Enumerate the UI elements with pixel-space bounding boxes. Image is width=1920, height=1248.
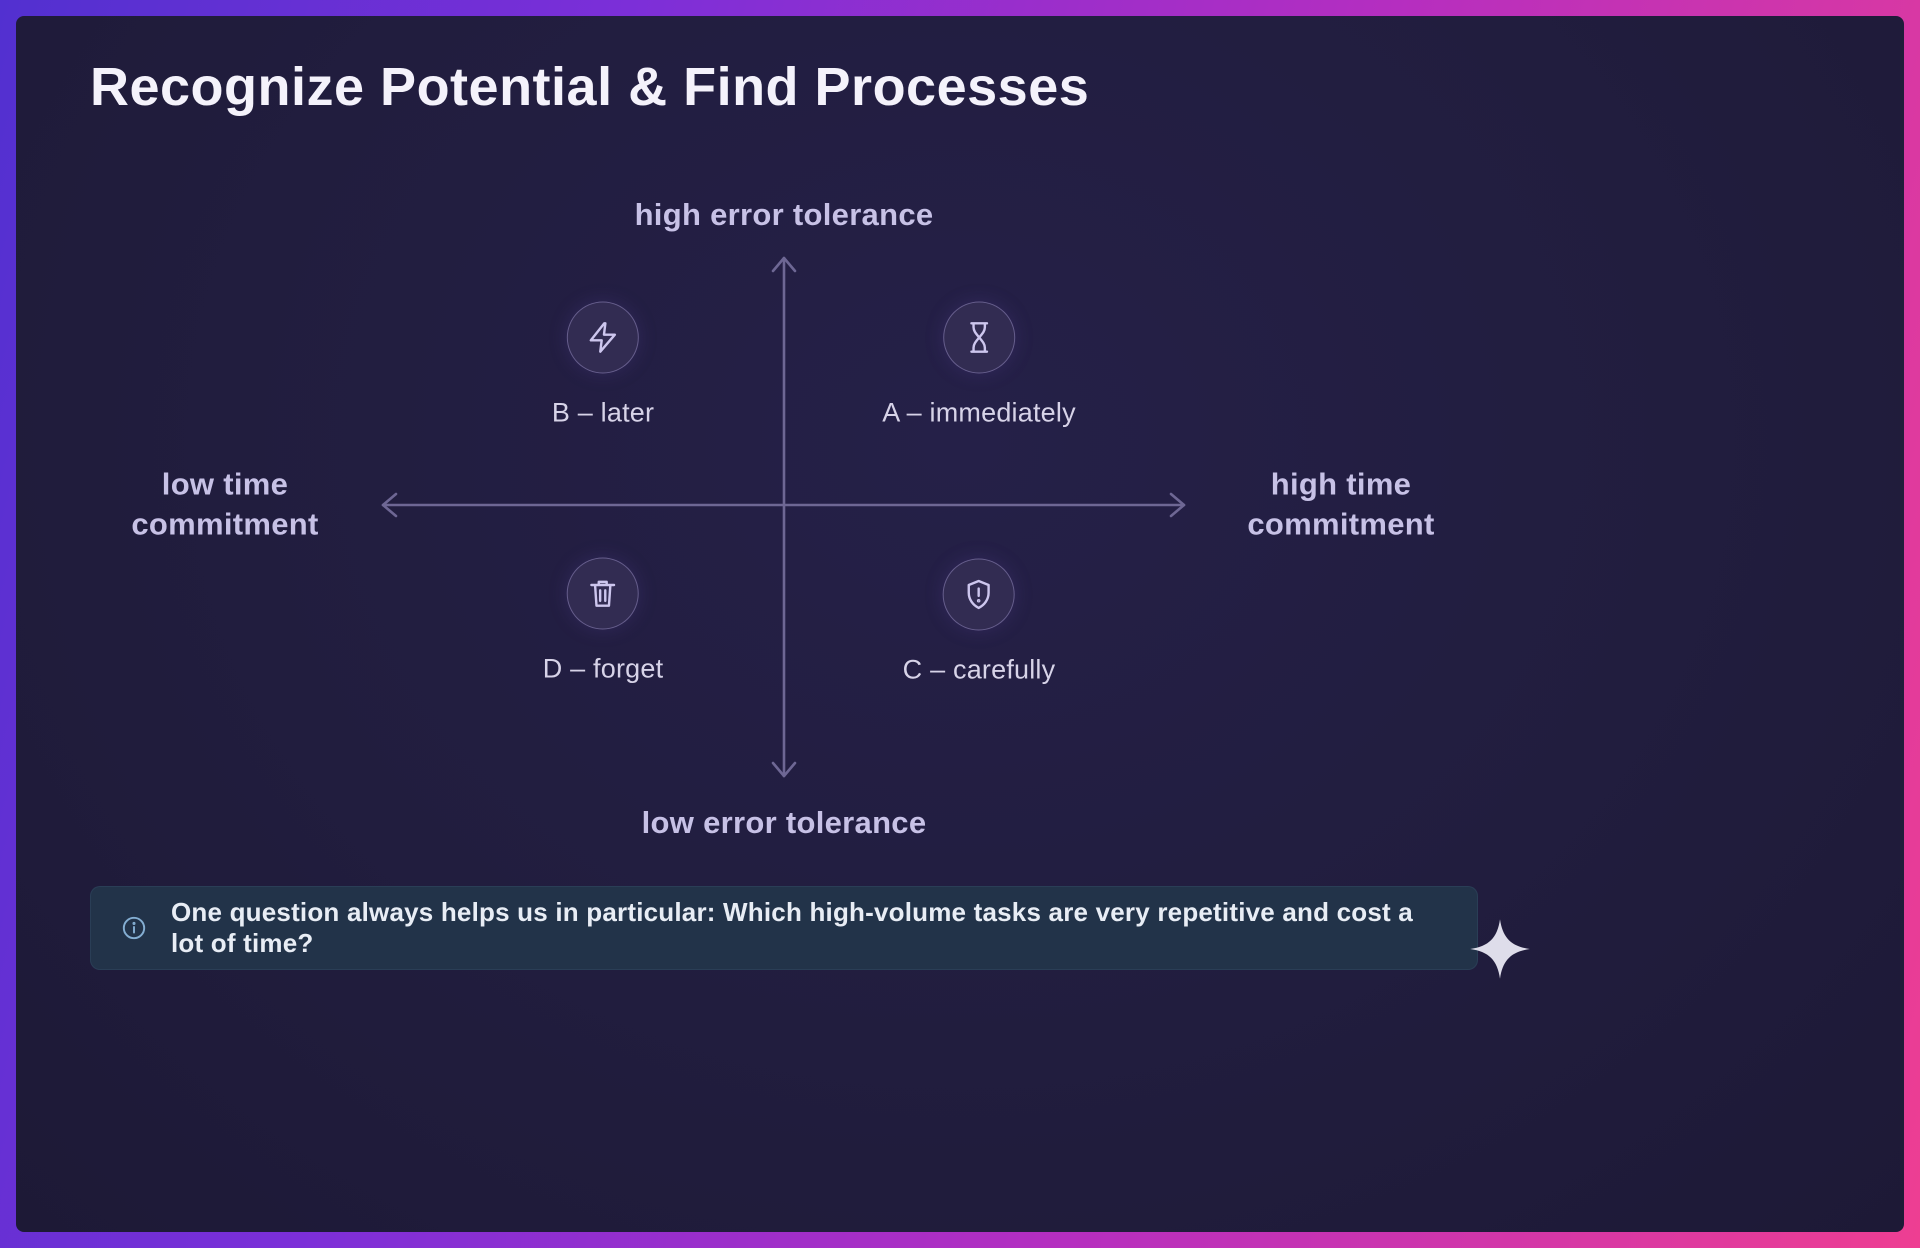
info-icon: [121, 915, 147, 941]
axis-label-high-error-tolerance: high error tolerance: [634, 197, 934, 232]
quadrant-label: A – immediately: [882, 397, 1076, 428]
quadrant-label: D – forget: [542, 653, 664, 684]
sparkle-icon[interactable]: [1466, 915, 1534, 983]
axis-label-low-time-commitment: low time commitment: [131, 466, 319, 542]
hourglass-icon: [943, 301, 1015, 374]
shield-alert-icon: [943, 558, 1015, 631]
callout-bar: One question always helps us in particul…: [90, 886, 1478, 970]
callout-text: One question always helps us in particul…: [171, 897, 1413, 958]
trash-icon: [567, 557, 639, 630]
lightning-icon: [566, 301, 639, 374]
slide-canvas: Recognize Potential & Find Processes hig…: [16, 16, 1904, 1232]
quadrant-label: B – later: [551, 397, 655, 428]
quadrant-d-forget: D – forget: [542, 557, 664, 685]
quadrant-label: C – carefully: [902, 654, 1056, 685]
quadrant-c-carefully: C – carefully: [902, 558, 1056, 686]
axis-label-high-time-commitment: high time commitment: [1247, 466, 1435, 542]
slide-title: Recognize Potential & Find Processes: [90, 57, 1090, 117]
quadrant-a-immediately: A – immediately: [882, 301, 1076, 429]
axis-label-low-error-tolerance: low error tolerance: [641, 805, 927, 840]
quadrant-b-later: B – later: [551, 301, 655, 429]
